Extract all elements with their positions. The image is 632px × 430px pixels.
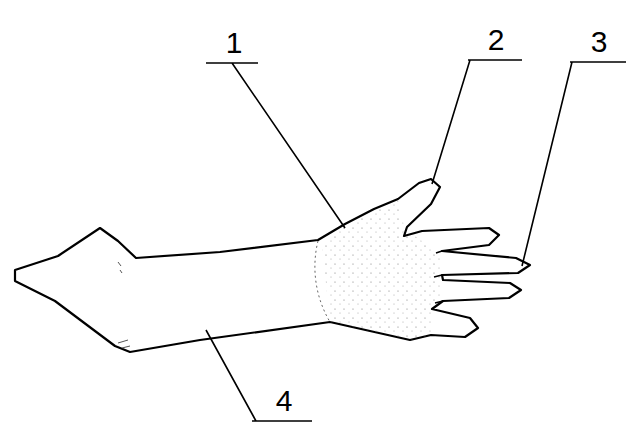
callout-number: 1 (226, 28, 243, 58)
callout-number: 3 (591, 27, 608, 57)
callout-number: 2 (488, 25, 505, 55)
glove-outline (15, 179, 530, 352)
finger-lines (434, 251, 443, 303)
wrist-seam (315, 241, 330, 322)
callout-number: 4 (276, 386, 293, 416)
cuff-marks (118, 262, 130, 348)
leader-lines (206, 60, 626, 421)
